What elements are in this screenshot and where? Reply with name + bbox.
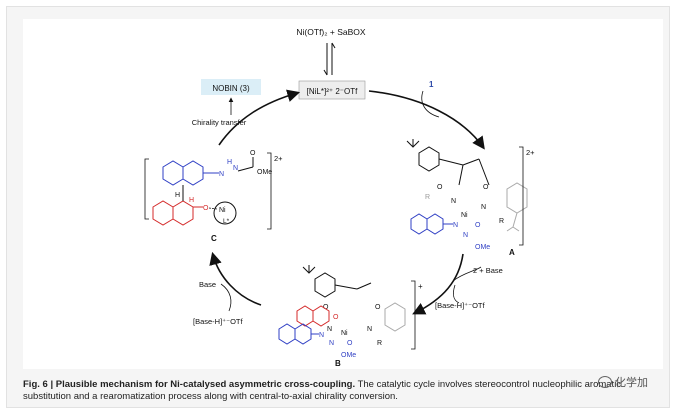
C-Ni: Ni (219, 207, 226, 214)
C-N2: N (233, 165, 238, 172)
step1-label: 1 (429, 80, 434, 89)
base-arrow (220, 283, 232, 312)
A-Ni: Ni (461, 212, 468, 219)
byproduct-left: [Base-H]⁺⁻OTf (193, 317, 244, 326)
A-R1: R (425, 194, 430, 201)
B-N1: N (327, 326, 332, 333)
C-charge: 2+ (274, 154, 283, 163)
A-O1: O (437, 184, 443, 191)
caption-title: Fig. 6 | Plausible mechanism for Ni-cata… (23, 379, 356, 390)
A-N1: N (451, 198, 456, 205)
step1-arrow (421, 90, 440, 118)
B-OMe: OMe (341, 352, 356, 359)
complex-B: O O O N N Ni R N N O OMe + (278, 265, 423, 368)
B-N3: N (319, 332, 324, 339)
base-label: Base (199, 280, 216, 289)
B-label: B (335, 359, 341, 368)
A-R2: R (499, 218, 504, 225)
A-O3: O (475, 222, 481, 229)
C-O-carbonyl: O (250, 150, 256, 157)
A-N2: N (481, 204, 486, 211)
figure-panel: Ni(OTf)₂ + SaBOX [NiL*]²⁺ 2⁻OTf NOBIN (3… (6, 6, 670, 408)
byproduct-right-arrow (452, 284, 460, 304)
B-N4: N (329, 340, 334, 347)
step2-arrow (452, 266, 482, 282)
product-label: NOBIN (3) (212, 84, 250, 93)
C-label: C (211, 234, 217, 243)
scheme-area: Ni(OTf)₂ + SaBOX [NiL*]²⁺ 2⁻OTf NOBIN (3… (23, 19, 663, 369)
B-R: R (377, 340, 382, 347)
byproduct-right: [Base-H]⁺⁻OTf (435, 301, 486, 310)
cycle-arrow-top-left (218, 89, 301, 146)
B-O2: O (375, 304, 381, 311)
catalyst-label: [NiL*]²⁺ 2⁻OTf (307, 87, 358, 96)
B-O3: O (347, 340, 353, 347)
A-N3: N (453, 222, 458, 229)
wechat-icon (598, 376, 612, 388)
B-charge: + (418, 282, 423, 291)
B-Ni: Ni (341, 330, 348, 337)
B-O-red: O (333, 314, 339, 321)
C-H-red: H (189, 197, 194, 204)
top-reagents: Ni(OTf)₂ + SaBOX (296, 27, 366, 37)
A-N4: N (463, 232, 468, 239)
complex-C: N N H O OMe H H O Ni L* (144, 150, 283, 243)
A-O2: O (483, 184, 489, 191)
chirality-transfer-label: Chirality transfer (192, 118, 247, 127)
watermark: 化学加 (598, 374, 648, 390)
C-NH: H (227, 159, 232, 166)
caption-body: The catalytic cycle involves stereocontr… (23, 379, 622, 402)
A-OMe: OMe (475, 244, 490, 251)
cycle-arrow-top-right (368, 90, 485, 150)
mechanism-diagram: Ni(OTf)₂ + SaBOX [NiL*]²⁺ 2⁻OTf NOBIN (3… (144, 27, 535, 368)
C-N1: N (219, 171, 224, 178)
figure-caption: Fig. 6 | Plausible mechanism for Ni-cata… (23, 379, 663, 403)
watermark-text: 化学加 (615, 377, 648, 389)
cycle-arrow-right (412, 253, 464, 315)
B-O1: O (323, 304, 329, 311)
step2-label: 2 + Base (473, 266, 503, 275)
complex-A: O O N N Ni R R N N O OMe 2+ (406, 139, 535, 257)
C-nickel-ring (213, 201, 237, 225)
product-box (201, 79, 261, 95)
B-N2: N (367, 326, 372, 333)
C-O-red: O (203, 205, 209, 212)
C-L: L* (223, 218, 230, 225)
A-charge: 2+ (526, 148, 535, 157)
C-OMe: OMe (257, 169, 272, 176)
cycle-arrow-bottom-left (209, 251, 262, 306)
C-H: H (175, 192, 180, 199)
A-label: A (509, 248, 515, 257)
